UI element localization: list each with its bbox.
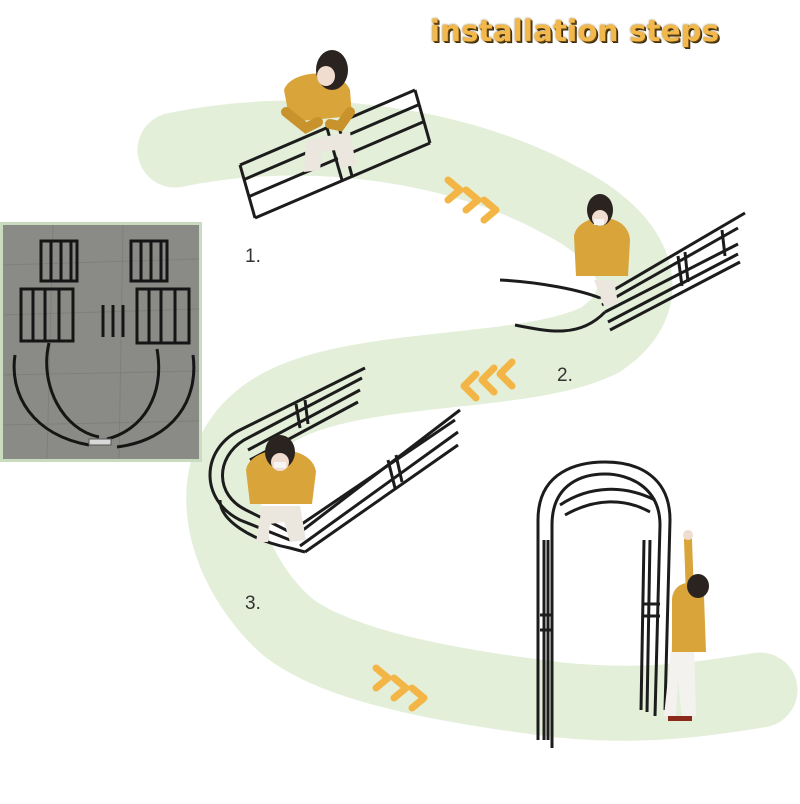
page-title: installation steps xyxy=(430,14,720,48)
parts-photo xyxy=(0,222,202,462)
chevron-left-icon xyxy=(460,358,516,402)
chevron-right-icon xyxy=(444,176,500,224)
person-figure xyxy=(281,50,356,172)
garden-arch xyxy=(536,460,672,748)
parts-photo-image xyxy=(3,225,199,459)
step-number: 1. xyxy=(245,246,261,267)
chevron-right-icon xyxy=(372,664,428,712)
step-number: 3. xyxy=(245,593,261,614)
step-number: 2. xyxy=(557,365,573,386)
person-figure xyxy=(664,530,709,721)
person-figure xyxy=(246,435,316,542)
side-panel-frame xyxy=(499,211,746,333)
person-figure xyxy=(574,194,630,306)
